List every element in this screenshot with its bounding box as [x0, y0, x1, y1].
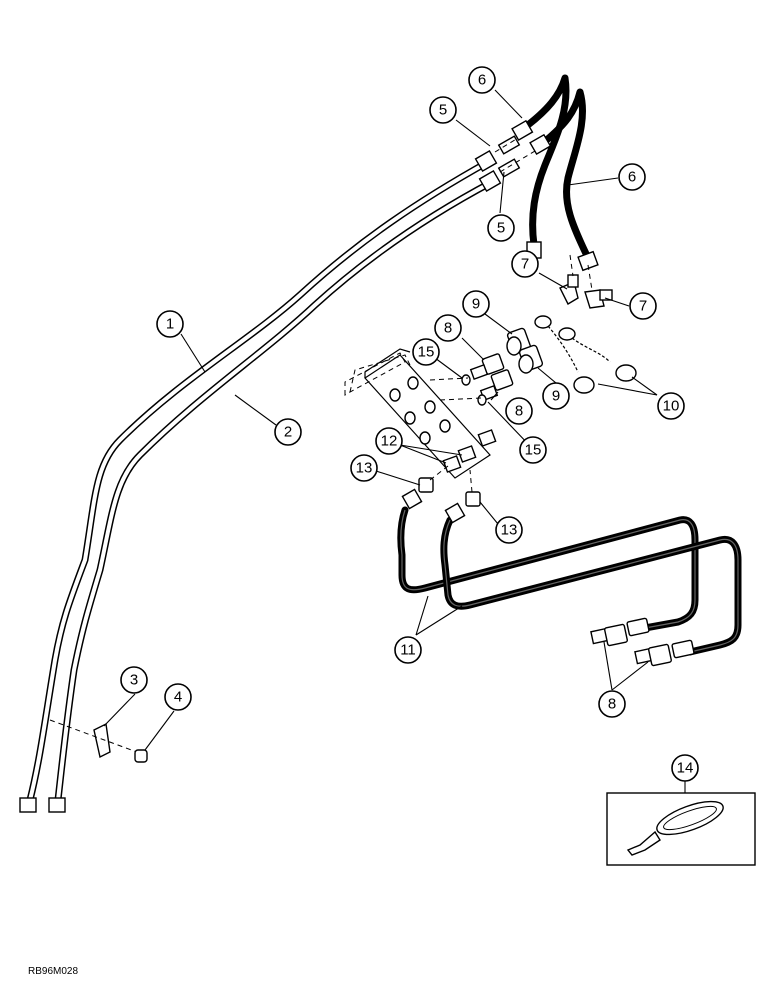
- callout-2: 2: [274, 418, 302, 446]
- chain-10-left: [534, 315, 595, 394]
- chain-10-right: [558, 327, 637, 382]
- svg-text:8: 8: [515, 403, 523, 420]
- svg-text:13: 13: [356, 460, 373, 477]
- callout-15-upper: 15: [412, 338, 440, 366]
- dust-cap-9-upper: [506, 327, 532, 356]
- callout-3: 3: [120, 666, 148, 694]
- svg-text:7: 7: [521, 256, 529, 273]
- callout-6-upper: 6: [468, 66, 496, 94]
- callout-8-middle: 8: [505, 397, 533, 425]
- callout-6-right: 6: [618, 163, 646, 191]
- callout-15-lower: 15: [519, 436, 547, 464]
- tube-2: [54, 178, 496, 804]
- tube-end-nuts-bottom: [19, 797, 66, 813]
- callout-13-left: 13: [350, 454, 378, 482]
- tube-end-nuts-top: [474, 149, 502, 193]
- callout-12: 12: [375, 427, 403, 455]
- callout-4: 4: [164, 683, 192, 711]
- svg-text:11: 11: [400, 642, 416, 659]
- o-ring-15-upper: [461, 374, 471, 386]
- tube-1: [26, 158, 492, 804]
- callout-1: 1: [156, 310, 184, 338]
- hose-11-front: [397, 488, 699, 632]
- svg-text:7: 7: [639, 298, 647, 315]
- callout-10: 10: [657, 392, 685, 420]
- callout-5-upper: 5: [429, 96, 457, 124]
- svg-text:12: 12: [381, 433, 398, 450]
- callout-13-right: 13: [495, 516, 523, 544]
- svg-text:8: 8: [608, 696, 616, 713]
- hose-11-ferrules: [626, 617, 695, 659]
- svg-text:3: 3: [130, 672, 138, 689]
- callout-9-lower: 9: [542, 382, 570, 410]
- nut-13-left: [418, 465, 449, 493]
- o-ring-15-lower: [477, 394, 487, 406]
- svg-text:5: 5: [497, 220, 505, 237]
- clamp-3: [49, 719, 146, 759]
- hose-11-back: [440, 502, 742, 656]
- hose-6-right: [529, 88, 599, 272]
- svg-text:9: 9: [472, 296, 480, 313]
- bracket-fitting: [477, 429, 497, 447]
- svg-text:6: 6: [478, 72, 486, 89]
- fitting-5-upper: [494, 135, 521, 155]
- elbow-7-right: [584, 264, 613, 309]
- inset-box-14: [606, 792, 756, 866]
- svg-text:15: 15: [525, 442, 542, 459]
- bulkhead-fitting-12-left: [442, 455, 462, 473]
- svg-text:2: 2: [284, 424, 292, 441]
- callout-8-lower: 8: [598, 690, 626, 718]
- svg-text:14: 14: [677, 760, 694, 777]
- dust-cap-9-lower: [518, 344, 544, 374]
- callout-7-left: 7: [511, 250, 539, 278]
- svg-text:6: 6: [628, 169, 636, 186]
- callout-5-lower: 5: [487, 214, 515, 242]
- svg-text:15: 15: [418, 344, 435, 361]
- callout-9-upper: 9: [462, 290, 490, 318]
- nut-4: [134, 749, 148, 763]
- coupler-8-upper: [469, 353, 505, 380]
- reference-code: RB96M028: [28, 966, 78, 977]
- bulkhead-fitting-12-right: [457, 445, 477, 463]
- elbow-7-left: [559, 254, 579, 305]
- coupler-8-lower-right: [634, 643, 672, 667]
- coupler-8-lower-left: [590, 623, 628, 647]
- svg-text:9: 9: [552, 388, 560, 405]
- callout-7-right: 7: [629, 292, 657, 320]
- svg-text:8: 8: [444, 320, 452, 337]
- callout-8-upper: 8: [434, 314, 462, 342]
- nut-13-right: [465, 469, 481, 507]
- callout-14: 14: [671, 754, 699, 782]
- svg-text:10: 10: [663, 398, 680, 415]
- svg-text:13: 13: [501, 522, 518, 539]
- mounting-bracket: [344, 348, 491, 479]
- callout-11: 11: [394, 636, 422, 664]
- svg-text:5: 5: [439, 102, 447, 119]
- svg-text:1: 1: [166, 316, 174, 333]
- svg-text:4: 4: [174, 689, 182, 706]
